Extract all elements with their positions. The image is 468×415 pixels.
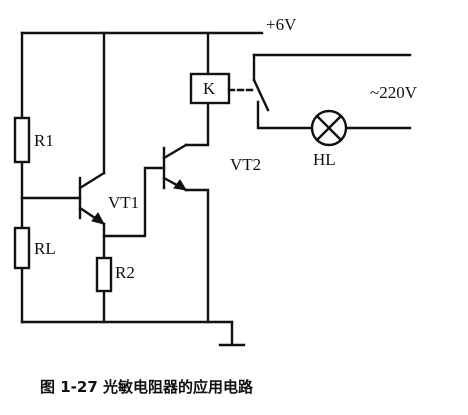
lamp-label: HL xyxy=(313,150,336,169)
lamp-icon xyxy=(310,109,348,147)
r2-label: R2 xyxy=(115,263,135,282)
vt2-transistor xyxy=(162,143,188,192)
supply-label: +6V xyxy=(266,15,297,34)
r1-label: R1 xyxy=(34,131,54,150)
rl-label: RL xyxy=(34,239,56,258)
rl-photoresistor xyxy=(13,226,31,270)
relay-label: K xyxy=(203,79,216,98)
relay-coil xyxy=(189,72,231,105)
vt2-label: VT2 xyxy=(230,155,261,174)
vt1-transistor xyxy=(78,171,106,226)
vt2-collector-wire xyxy=(184,101,210,147)
r2-resistor xyxy=(95,256,113,293)
vt1-label: VT1 xyxy=(108,193,139,212)
vt2-base-wire xyxy=(102,166,166,238)
relay-switch-icon xyxy=(252,78,270,112)
r1-resistor xyxy=(13,116,31,164)
mains-bottom-wire xyxy=(256,100,412,130)
figure-caption: 图 1-27 光敏电阻器的应用电路 xyxy=(40,378,254,396)
vt2-emitter-wire xyxy=(184,188,210,324)
ac-label: ~220V xyxy=(370,83,418,102)
